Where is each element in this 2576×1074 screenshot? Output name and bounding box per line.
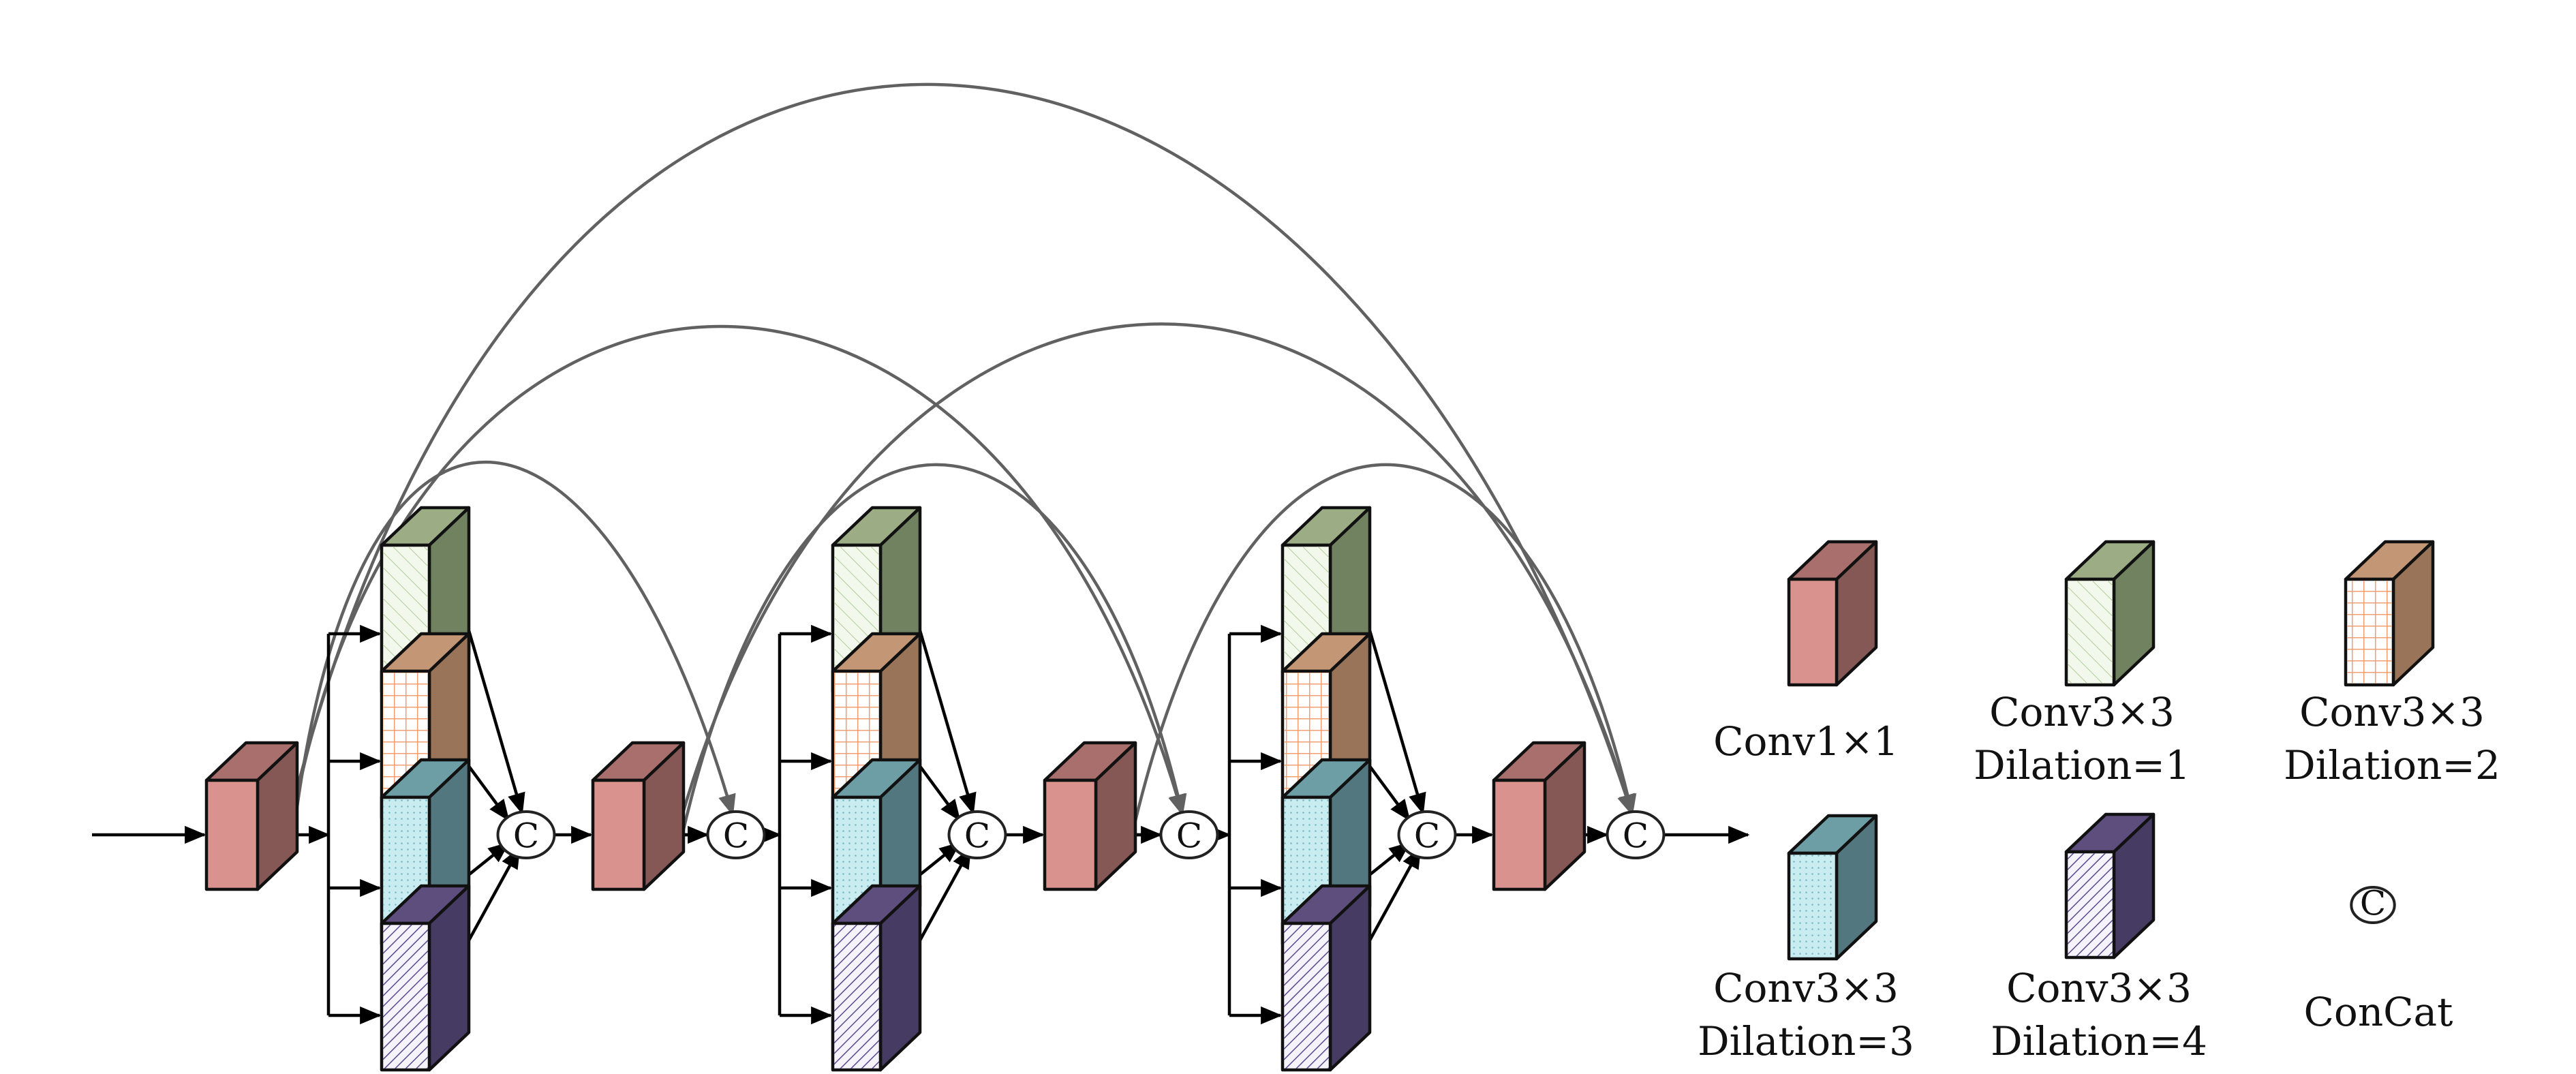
block-3-inner-concat: C: [1397, 810, 1457, 859]
block-3-dil4-box: [1281, 884, 1372, 1072]
conv1x1-block-4: [1492, 741, 1586, 891]
block-2-inner-concat-ring: [947, 810, 1007, 859]
block-2-inner-concat-symbol: C: [964, 816, 990, 856]
legend-dil4-icon-texture: [2068, 853, 2113, 956]
block-2-dil4-box: [831, 884, 922, 1072]
block-3-inner-concat-ring: [1397, 810, 1457, 859]
legend-dil1-icon: [2064, 540, 2156, 687]
legend-concat-label: ConCat: [2304, 989, 2453, 1035]
legend-dil3-icon-texture: [1790, 855, 1835, 957]
block-3-out-dil1: [1366, 623, 1426, 815]
legend-concat-icon: C: [2350, 883, 2396, 924]
block-1-inner-concat-ring: [496, 810, 556, 859]
legend-dil1-icon-texture: [2068, 581, 2113, 684]
legend-dil4-line1: Conv3×3: [2006, 965, 2192, 1011]
block-1-out-dil1: [465, 623, 525, 815]
block-1-inner-concat-symbol: C: [513, 816, 539, 856]
legend-dil2-icon: [2344, 540, 2435, 687]
outer-concat-2-ring: [1159, 810, 1219, 859]
conv1x1-block-2: [591, 741, 686, 891]
legend-conv1x1-icon-front: [1787, 577, 1839, 687]
conv1x1-block-1-front: [204, 778, 260, 891]
legend-concat-icon-ring: [2350, 886, 2396, 924]
wires: [92, 623, 1750, 1025]
blocks: [204, 506, 1586, 1072]
legend-dil3-icon: [1787, 814, 1878, 961]
legend-icons: C: [1787, 540, 2435, 961]
block-3-dil4-box-texture: [1284, 925, 1329, 1069]
block-2-inner-concat: C: [947, 810, 1007, 859]
legend-dil3-line1: Conv3×3: [1713, 965, 1899, 1011]
legend-dil2-icon-texture: [2347, 581, 2392, 684]
outer-concat-2-symbol: C: [1176, 816, 1202, 856]
legend-dil3-line2: Dilation=3: [1698, 1018, 1914, 1064]
conv1x1-block-4-front: [1492, 778, 1547, 891]
block-2-dil4-box-texture: [834, 925, 879, 1069]
legend-conv1x1-label: Conv1×1: [1713, 718, 1899, 765]
block-1-inner-concat: C: [496, 810, 556, 859]
legend-dil1-line1: Conv3×3: [1989, 689, 2175, 735]
conv1x1-block-3: [1043, 741, 1137, 891]
skip-connections: [291, 82, 1637, 839]
outer-concat-1: C: [706, 810, 766, 859]
block-3-inner-concat-symbol: C: [1414, 816, 1440, 856]
legend-dil4-icon: [2064, 812, 2156, 960]
skip-connection-3: [291, 82, 1635, 816]
skip-connection-6: [1129, 463, 1637, 839]
legend-dil1-line2: Dilation=1: [1974, 742, 2190, 788]
legend-concat-icon-symbol: C: [2360, 883, 2386, 923]
skip-connection-4: [679, 463, 1187, 839]
legend: C Conv1×1 Conv3×3 Dilation=1 Conv3×3 Dil…: [1698, 540, 2500, 1064]
skip-connection-2: [291, 324, 1186, 818]
block-1-dil4-box-texture: [383, 925, 428, 1069]
block-2-out-dil1: [916, 623, 977, 815]
block-1-dil4-box: [380, 884, 471, 1072]
outer-concat-2: C: [1159, 810, 1219, 859]
legend-conv1x1-icon: [1787, 540, 1878, 687]
conv1x1-block-2-front: [591, 778, 646, 891]
skip-connection-1: [291, 461, 736, 839]
legend-dil2-line1: Conv3×3: [2299, 689, 2485, 735]
legend-dil4-line2: Dilation=4: [1991, 1018, 2207, 1064]
conv1x1-block-3-front: [1043, 778, 1098, 891]
skip-connection-5: [679, 322, 1636, 818]
outer-concat-3: C: [1606, 810, 1666, 859]
outer-concat-1-symbol: C: [723, 816, 749, 856]
conv1x1-block-1: [204, 741, 299, 891]
outer-concat-3-symbol: C: [1623, 816, 1649, 856]
outer-concat-1-ring: [706, 810, 766, 859]
legend-dil2-line2: Dilation=2: [2284, 742, 2500, 788]
outer-concat-3-ring: [1606, 810, 1666, 859]
